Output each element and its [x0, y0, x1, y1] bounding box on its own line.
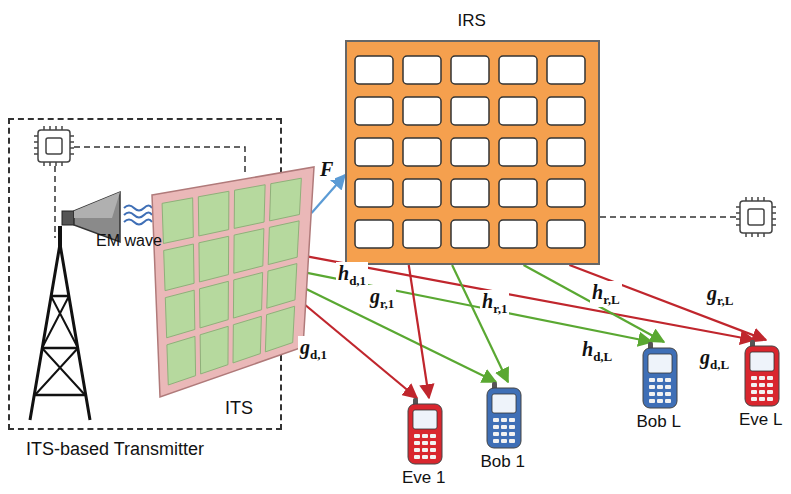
node-label: Eve 1 [402, 469, 445, 488]
irs-panel: IRS [345, 40, 600, 265]
its-panel: ITS [152, 167, 314, 397]
channel-arrow [306, 289, 496, 382]
its-shape [152, 167, 314, 397]
node-label: Eve L [739, 411, 782, 430]
channel-label: hd,1 [336, 262, 368, 288]
channel-arrow [409, 265, 429, 398]
channel-label: gd,L [698, 346, 731, 372]
irs-shape [345, 40, 600, 265]
bob-phone: Bob L [640, 342, 680, 410]
channel-label: gr,L [705, 282, 736, 308]
phone-shape [742, 340, 782, 408]
channel-label: hr,L [590, 281, 622, 307]
phone-shape [484, 382, 524, 450]
bob-phone: Bob 1 [484, 382, 524, 450]
phone-shape [640, 342, 680, 410]
node-label: ITS [225, 399, 253, 419]
em-wave [124, 206, 152, 225]
channel-arrow [524, 265, 665, 342]
transmitter-box: ITSITS-based Transmitter [8, 118, 282, 430]
channel-arrow [452, 265, 508, 382]
channel-arrow [305, 305, 417, 398]
eve-phone: Eve 1 [405, 398, 445, 466]
wave-label: EM wave [96, 232, 162, 250]
channel-label: gd,1 [298, 336, 329, 362]
channel-arrow [569, 265, 766, 340]
node-label: IRS [457, 12, 485, 31]
eve-phone: Eve L [742, 340, 782, 408]
channel-label: F [318, 158, 335, 180]
channel-label: hd,L [580, 338, 614, 364]
node-label: Bob L [636, 413, 680, 432]
channel-label: gr,1 [368, 285, 396, 311]
node-label: ITS-based Transmitter [26, 440, 204, 460]
node-label: Bob 1 [480, 453, 524, 472]
base-station-tower [30, 226, 90, 420]
channel-arrow [312, 175, 345, 213]
phone-shape [405, 398, 445, 466]
channel-label: hr,1 [480, 290, 509, 316]
